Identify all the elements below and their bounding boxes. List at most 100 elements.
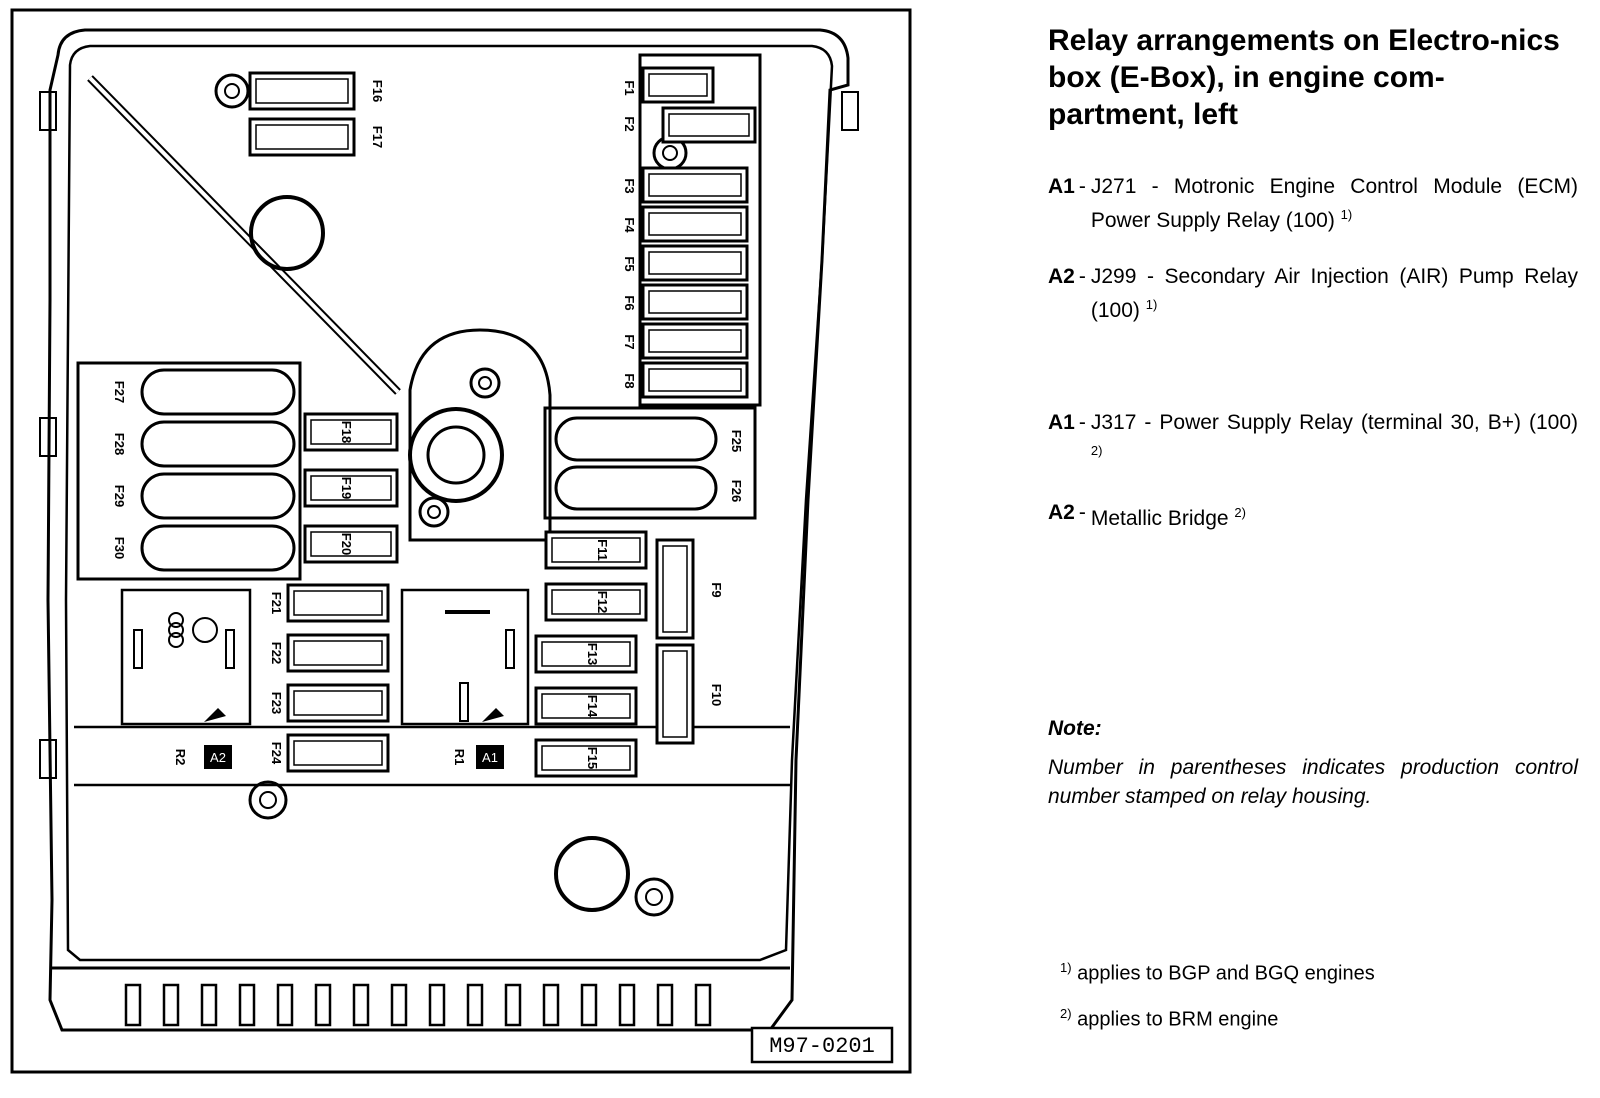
separator: - [1078,501,1086,524]
connector-pin [162,983,180,1027]
screw-icon [248,780,288,820]
connector-pin [580,983,598,1027]
footnote: 2) applies to BRM engine [1060,1005,1279,1031]
fuse-label: F28 [112,433,127,455]
screw-icon [634,877,674,917]
fuse-label: F21 [269,592,284,614]
fuse-label: F19 [339,477,354,499]
separator: - [1078,411,1086,434]
footnote-ref: 2) [1234,505,1246,520]
fuse-label: F15 [585,747,600,769]
relay-socket-left [120,588,252,726]
relay-slot [133,629,143,669]
connector-pin [656,983,674,1027]
fuse-element [310,531,392,557]
fuse-label: F11 [595,539,610,561]
maxi-fuse [140,472,296,520]
housing-tab [39,91,57,131]
fuse [661,106,757,144]
fuse-label: F7 [622,334,637,349]
diagonal-rib-inner [88,76,400,394]
relay-code: A1 [1048,411,1075,434]
relay-a2-tag: A2 [210,750,226,765]
fuse-label: F2 [622,116,637,131]
fuse [641,361,749,399]
connector-pin [352,983,370,1027]
main-bolt [408,407,504,503]
fuse-label: F17 [370,126,385,148]
fuse-label: F10 [709,684,724,706]
relay-description: J271 - Motronic Engine Control Module (E… [1090,175,1578,232]
fuse-element [551,537,641,563]
housing-inner [64,44,834,962]
fuse-label: F4 [622,217,637,233]
relay-code: A2 [1048,265,1075,288]
fuse-element [648,212,742,236]
fuse-element [293,740,383,766]
legend-panel: Relay arrangements on Electro-nics box (… [1048,22,1578,811]
relay-description: J299 - Secondary Air Injection (AIR) Pum… [1090,265,1578,322]
relay-code: A1 [1048,175,1075,198]
round-opening [554,836,630,912]
connector-pin [238,983,256,1027]
connector-pins [124,983,712,1027]
fuse-element [541,693,631,719]
fuse [641,244,749,282]
screw-icon [418,496,450,528]
fuse-label: F24 [269,742,284,765]
right-fuse-strip [638,53,762,407]
separator: - [1078,265,1086,288]
fuse-element [541,641,631,667]
fuse-label: F18 [339,421,354,443]
large-fuse-block [543,406,757,520]
fuse-label: F16 [370,80,385,102]
relay-description: J317 - Power Supply Relay (terminal 30, … [1090,411,1578,458]
fuse-element [662,545,688,633]
fuse-label: F26 [729,480,744,502]
fuse-label: F12 [595,591,610,613]
round-opening [249,195,325,271]
fuse-label: F20 [339,533,354,555]
fuse [641,322,749,360]
relay-description: Metallic Bridge 2) [1090,505,1246,530]
fuse [641,283,749,321]
fuse [641,166,749,204]
connector-pin [542,983,560,1027]
housing-outer [46,28,850,1032]
footnote-ref: 1) [1145,297,1158,312]
relay-code: A2 [1048,501,1075,524]
fuse-element [255,78,349,104]
connector-pin [314,983,332,1027]
connector-pin [466,983,484,1027]
fuse-element [551,589,641,615]
fuse-element [648,290,742,314]
fuse-label: F6 [622,295,637,310]
fuse-element [255,124,349,150]
relay-socket-right [400,588,530,726]
fuse-label: F27 [112,381,127,403]
main-bolt-inner [426,425,486,485]
connector-pin [428,983,446,1027]
relay-slot [459,682,469,722]
relay-entry: A1-J317 - Power Supply Relay (terminal 3… [1048,409,1578,471]
fuse-label: F5 [622,256,637,271]
fuse-label: F9 [709,582,724,597]
fuse [641,205,749,243]
relay-r1-label: R1 [452,749,467,766]
connector-pin [694,983,712,1027]
note-text: Number in parentheses indicates producti… [1048,756,1578,808]
connector-pin [504,983,522,1027]
housing-tab [39,739,57,779]
figure-frame [10,8,912,1074]
fuse-label: F25 [729,430,744,452]
page-title: Relay arrangements on Electro-nics box (… [1048,24,1560,131]
connector-pin [200,983,218,1027]
fuse-element [310,475,392,501]
relay-a1-tag: A1 [482,750,498,765]
relay-slot [225,629,235,669]
audi-logo-icon [168,612,218,648]
relay-slot [505,629,515,669]
relay-r2-label: R2 [173,749,188,766]
relay-entry: A2-Metallic Bridge 2) [1048,499,1578,533]
maxi-fuse [140,524,296,572]
